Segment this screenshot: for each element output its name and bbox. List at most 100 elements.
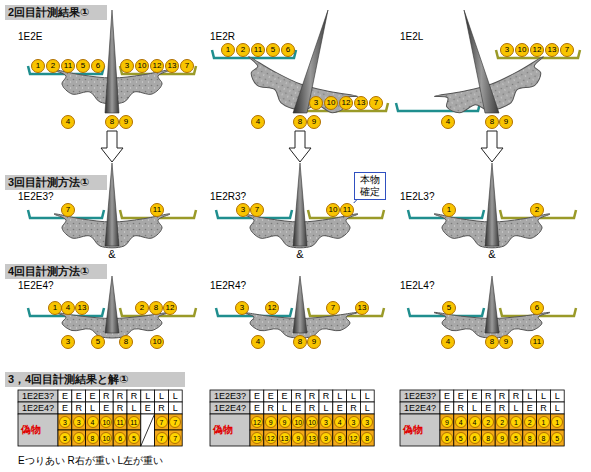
coin-cell: 1 (538, 416, 550, 428)
coin-cell: 2 (524, 416, 536, 428)
coin: 8 (485, 115, 499, 129)
case-label: 1E2R3? (210, 191, 290, 203)
coin: 11 (251, 43, 265, 57)
coin-cell: 11 (114, 416, 126, 428)
coin-cell: 7 (169, 432, 181, 444)
coin: 4 (61, 115, 75, 129)
case-label: 1E2R4? (210, 280, 290, 292)
coin: 2 (236, 43, 250, 57)
table-cell (523, 390, 537, 402)
coin: 5 (91, 335, 105, 349)
table-cell (305, 430, 319, 446)
coin-cell: 1 (510, 416, 522, 428)
table-cell (537, 390, 551, 402)
node-text: 4 (446, 118, 450, 126)
table-cell (127, 402, 141, 414)
result-cell: L (168, 390, 182, 402)
node-text: 10 (153, 338, 162, 346)
table-cell (127, 390, 141, 402)
table-cell (550, 402, 564, 414)
coin: 3 (120, 59, 134, 73)
node-text: 3 (66, 338, 70, 346)
table-cell (250, 402, 264, 414)
coin-cell: 12 (348, 432, 360, 444)
table-cell (468, 390, 482, 402)
impossible-slash (141, 414, 155, 446)
coin: 10 (515, 43, 529, 57)
result-cell: R (305, 390, 319, 402)
table-cell (400, 414, 440, 446)
result-cell: E (250, 390, 264, 402)
table-cell (264, 430, 278, 446)
result-cell: E (481, 402, 495, 414)
coin: 4 (251, 335, 265, 349)
node-text: 3，4回目計測結果と解① (8, 372, 129, 387)
node-text: 11 (153, 206, 161, 214)
table-cell (468, 430, 482, 446)
result-cell: L (523, 390, 537, 402)
table-cell (440, 390, 454, 402)
coin: 4 (61, 301, 75, 315)
coin-cell: 6 (469, 432, 481, 444)
node-text: 8 (154, 304, 158, 312)
fake-label: 偽物 (210, 414, 250, 446)
coin: 11 (340, 203, 354, 217)
table-cell (440, 430, 454, 446)
scale-pointer (105, 10, 119, 113)
coin: 13 (545, 43, 559, 57)
node-text: 8 (298, 118, 302, 126)
legend-note: Eつりあい R右が重い L左が重い (18, 454, 338, 467)
result-cell: R (264, 402, 278, 414)
node-text: 3 (314, 99, 318, 107)
coin-cell: 9 (73, 432, 85, 444)
coin-cell: 3 (361, 416, 373, 428)
case-label: 1E2L4? (400, 280, 480, 292)
coin-cell: 2 (482, 416, 494, 428)
coin-cell: 5 (551, 432, 563, 444)
coin: 6 (530, 301, 544, 315)
coin: 3 (500, 43, 514, 57)
case-label: 1E2E3? (18, 191, 98, 203)
table-cell (347, 430, 361, 446)
table-cell (481, 390, 495, 402)
node-text: 11 (64, 62, 72, 70)
node-text: 9 (312, 338, 316, 346)
rock-base (237, 57, 358, 129)
node-text: 5 (271, 46, 275, 54)
table-cell (537, 414, 551, 430)
coin-cell: 6 (114, 432, 126, 444)
table-cell (454, 390, 468, 402)
coin: 9 (307, 115, 321, 129)
node-text: 本物 確定 (356, 174, 384, 198)
fake-label: 偽物 (18, 414, 58, 446)
result-cell: R (99, 390, 113, 402)
coin-cell: 4 (334, 416, 346, 428)
node-text: 9 (504, 118, 508, 126)
table-cell (440, 414, 454, 430)
table-cell (168, 402, 182, 414)
scale-body (237, 57, 358, 129)
coin-cell: 5 (59, 432, 71, 444)
table-header: 1E2E4? (18, 402, 58, 414)
table-cell (72, 390, 86, 402)
result-cell: R (347, 402, 361, 414)
case-label: 1E2L (400, 31, 480, 43)
coin: 7 (180, 59, 194, 73)
down-arrow (289, 131, 311, 162)
coin-cell: 3 (73, 416, 85, 428)
coin: 7 (326, 301, 340, 315)
node-text: 9 (124, 118, 128, 126)
coin: 2 (135, 301, 149, 315)
and-mark: & (104, 248, 120, 261)
table-cell (550, 390, 564, 402)
node-text: 13 (168, 62, 177, 70)
node-text: 6 (286, 46, 290, 54)
table-cell (18, 414, 58, 446)
table-cell (523, 430, 537, 446)
result-cell: E (250, 402, 264, 414)
table-cell (168, 390, 182, 402)
node-text: 9 (504, 338, 508, 346)
table-header: 1E2E4? (400, 402, 440, 414)
node-text: 10 (329, 206, 338, 214)
